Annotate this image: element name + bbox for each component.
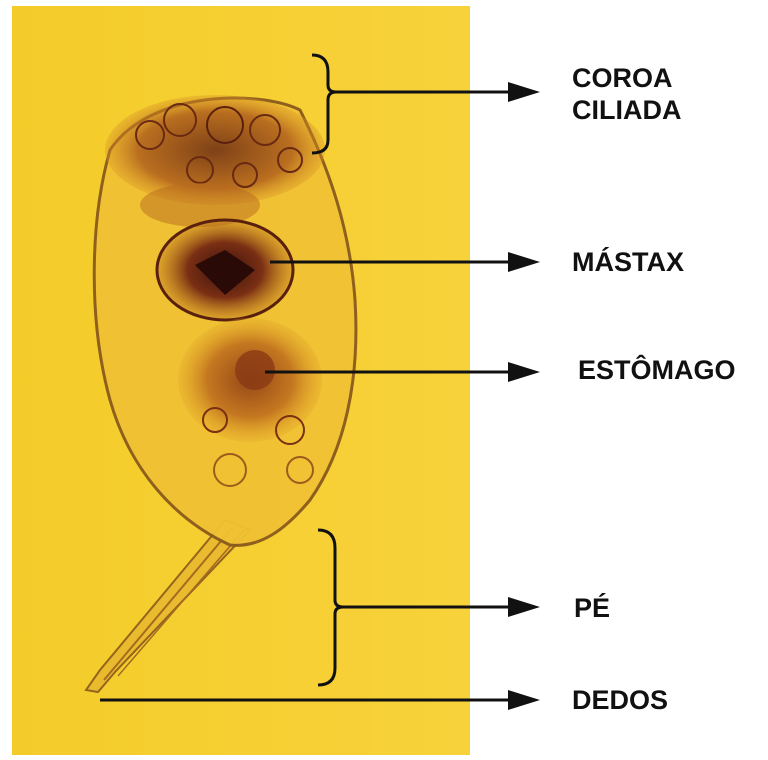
label-coroa-line1: COROA bbox=[572, 62, 682, 94]
label-pe: PÉ bbox=[574, 592, 610, 624]
label-coroa-ciliada: COROA CILIADA bbox=[572, 62, 682, 126]
label-dedos: DEDOS bbox=[572, 684, 668, 716]
label-mastax: MÁSTAX bbox=[572, 246, 684, 278]
label-coroa-line2: CILIADA bbox=[572, 94, 682, 126]
label-estomago: ESTÔMAGO bbox=[578, 354, 736, 386]
